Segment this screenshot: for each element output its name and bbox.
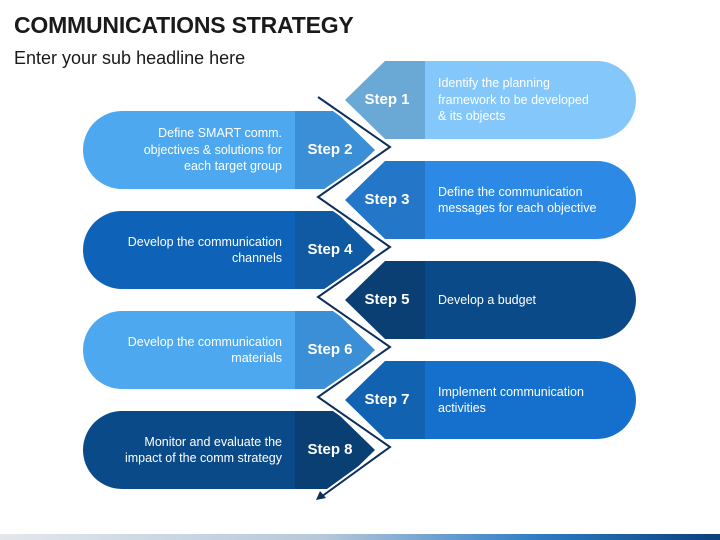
step-8-label: Step 8 [307, 441, 353, 458]
step-2-description-line: Define SMART comm. [158, 126, 282, 141]
step-7-description-line: activities [438, 401, 486, 415]
step-3-label: Step 3 [364, 191, 410, 208]
step-3-description-line: Define the communication [438, 184, 583, 199]
step-6-description: Develop the communication materials [104, 311, 282, 389]
step-2-pill [83, 111, 335, 189]
page-subtitle: Enter your sub headline here [14, 48, 246, 68]
step-1-pill [385, 61, 636, 139]
step-5-description-line: Develop a budget [438, 292, 536, 307]
step-7-chevron [345, 361, 425, 439]
step-1-description-line: framework to be developed [438, 92, 589, 107]
step-8-pill [83, 411, 335, 489]
step-7-description-line: Implement communication [438, 384, 584, 399]
step-3-chevron [345, 161, 425, 239]
step-5-chevron [345, 261, 425, 339]
step-7-label: Step 7 [364, 391, 410, 408]
step-2-description-line: objectives & solutions for [143, 142, 282, 157]
step-4-pill [83, 211, 335, 289]
step-6-label: Step 6 [307, 341, 353, 358]
step-4-description-line: Develop the communication [127, 234, 282, 249]
step-6-description-line: materials [231, 351, 282, 365]
step-5-pill [385, 261, 636, 339]
arrow-head-icon [316, 491, 326, 500]
step-1-description-line: & its objects [438, 109, 506, 124]
step-4-description: Develop the communication channels [104, 211, 282, 289]
step-4-label: Step 4 [307, 241, 353, 258]
step-2-description: Define SMART comm.objectives & solutions… [104, 111, 282, 189]
step-7-shape [345, 361, 636, 439]
step-6-description-line: Develop the communication [127, 334, 282, 349]
step-8-description-line: Monitor and evaluate the [144, 434, 282, 449]
step-8-description: Monitor and evaluate the impact of the co… [104, 411, 282, 489]
step-2-description-line: each target group [184, 159, 282, 174]
step-1-shape [345, 61, 636, 139]
step-3-description-line: messages for each objective [438, 201, 597, 215]
step-5-label: Step 5 [364, 291, 410, 308]
step-8-description-line: impact of the comm strategy [124, 451, 282, 465]
step-7-pill [385, 361, 636, 439]
step-3-shape [345, 161, 636, 239]
connector-line [316, 96, 392, 498]
step-4-description-line: channels [231, 251, 282, 265]
step-7-description: Implement communication activities [438, 361, 616, 439]
step-5-description: Develop a budget [438, 261, 616, 339]
step-1-description-line: Identify the planning [438, 76, 550, 91]
step-3-pill [385, 161, 636, 239]
step-1-chevron [345, 61, 425, 139]
step-1-label: Step 1 [364, 91, 410, 108]
step-6-pill [83, 311, 335, 389]
step-5-shape [345, 261, 636, 339]
bottom-bar [0, 534, 720, 540]
page-title: COMMUNICATIONS STRATEGY [14, 12, 354, 38]
step-2-label: Step 2 [307, 141, 353, 158]
step-3-description: Define the communication messages for eac… [438, 161, 616, 239]
